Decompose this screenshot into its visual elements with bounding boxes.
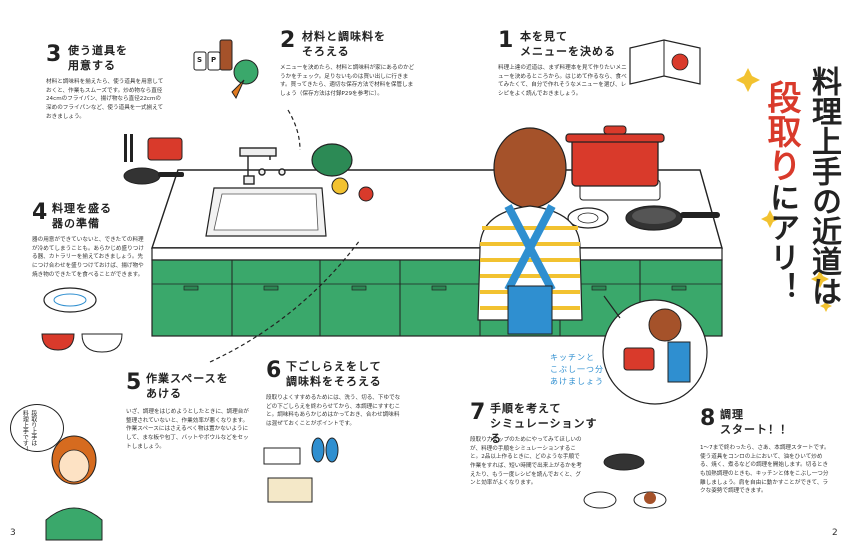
step-heading-line: 料理を盛る: [52, 202, 112, 215]
recipe-book: [629, 39, 701, 85]
step-heading: 本を見て メニューを決める: [520, 30, 616, 60]
spice-jars: [193, 39, 259, 100]
prep-ingredients: [263, 437, 339, 503]
step-heading-line: そろえる: [302, 44, 350, 58]
red-pot: [565, 125, 665, 187]
dishes: [41, 287, 123, 353]
chef-bubble: [10, 404, 64, 452]
step-heading-line: 器の準備: [52, 216, 100, 230]
step-heading-line: スタート！！: [720, 422, 792, 436]
faucet: [239, 147, 286, 185]
cooking-tools: [123, 134, 184, 185]
step-number: 4: [32, 200, 48, 225]
step-body: 段取り力アップのためにやってみてほしいのが、料理の手順をシミュレーションすること…: [470, 437, 582, 487]
speech-line: こぶし一つ分: [550, 365, 604, 374]
speech-line: キッチンと: [550, 353, 595, 362]
step-number: 7: [470, 400, 486, 425]
step-heading: 材料と調味料を そろえる: [302, 30, 386, 60]
chef-character: [45, 435, 103, 541]
chef-bubble-line: 料理上手です！: [21, 410, 29, 452]
simulation-pans: [583, 453, 667, 509]
step-heading-line: 材料と調味料を: [302, 30, 386, 43]
step-heading-line: 下ごしらえをして: [286, 360, 382, 373]
sparkle-icons: [736, 68, 832, 312]
step-number: 8: [700, 406, 716, 431]
salt-label: S: [197, 56, 203, 64]
step-heading-line: 用意する: [68, 58, 116, 72]
step-body: 料理上達の近道は、まず料理本を見て作りたいメニューを決めるところから。はじめて作…: [498, 65, 627, 97]
speech-bubble-text: キッチンと こぶし一つ分 あけましょう: [550, 352, 604, 388]
pumpkin: [311, 143, 374, 202]
frying-pan: [625, 205, 720, 231]
arrow-5-to-counter: [209, 239, 361, 363]
step-heading: 調理 スタート！！: [720, 408, 792, 438]
chef-bubble-text: 段取り上手は 料理上手です！: [20, 410, 37, 452]
step-heading-line: 作業スペースを: [146, 372, 229, 385]
step-heading: 使う道具を 用意する: [68, 44, 128, 74]
step-heading: 下ごしらえをして 調味料をそろえる: [286, 360, 382, 390]
step-heading-line: あける: [146, 386, 182, 400]
step-heading-line: 本を見て: [520, 30, 568, 43]
step-body: 材料と調味料を揃えたら、使う道具を用意しておくと、作業もスムーズです。炒め物なら…: [46, 79, 164, 120]
sink: [205, 187, 327, 237]
title-highlight: 段取り: [761, 80, 801, 182]
step-body: 段取りよくすすめるためには、洗う、切る、下ゆでなどの下ごしらえを終わらせてから、…: [266, 395, 401, 427]
step-number: 1: [498, 28, 514, 53]
step-number: 5: [126, 370, 142, 395]
title-line-2: 段取りにアリ！: [761, 80, 801, 302]
step-heading: 作業スペースを あける: [146, 372, 229, 402]
step-heading: 手順を考えて シミュレーションする: [490, 402, 608, 447]
zoom-bubble: [602, 295, 708, 405]
step-heading-line: 手順を考えて: [490, 402, 562, 415]
step-body: 1〜7まで終わったら、さあ、本調理スタートです。使う道具をコンロの上において、油…: [700, 445, 830, 495]
speech-line: あけましょう: [550, 377, 604, 386]
step-number: 6: [266, 358, 282, 383]
title-suffix: にアリ！: [764, 182, 799, 302]
step-heading: 料理を盛る 器の準備: [52, 202, 112, 232]
chef-bubble-line: 段取り上手は: [29, 410, 37, 446]
title-line-1: 料理上手の近道は: [806, 66, 841, 306]
step-body: メニューを決めたら、材料と調味料が家にあるのかどうかをチェック。足りないものは買…: [280, 65, 415, 97]
step-body: いざ、調理をはじめようとしたときに、調理台が整理されていないと、作業効率が悪くな…: [126, 409, 249, 450]
page-number-right: 2: [832, 528, 838, 538]
pepper-label: P: [211, 56, 217, 64]
arrow-2-to-sink: [287, 109, 301, 151]
step-body: 器の用意ができていないと、できたての料理が冷めてしまうことも。あらかじめ盛りつけ…: [32, 237, 144, 278]
page-number-left: 3: [10, 528, 16, 538]
step-heading-line: 調味料をそろえる: [286, 374, 382, 388]
step-heading-line: 使う道具を: [68, 44, 128, 57]
step-number: 3: [46, 42, 62, 67]
title: 料理上手の近道は 段取りにアリ！: [738, 66, 841, 366]
step-heading-line: シミュレーションする: [490, 416, 598, 445]
step-heading-line: 調理: [720, 408, 744, 421]
person: [477, 127, 583, 335]
step-heading-line: メニューを決める: [520, 44, 616, 58]
step-number: 2: [280, 28, 296, 53]
